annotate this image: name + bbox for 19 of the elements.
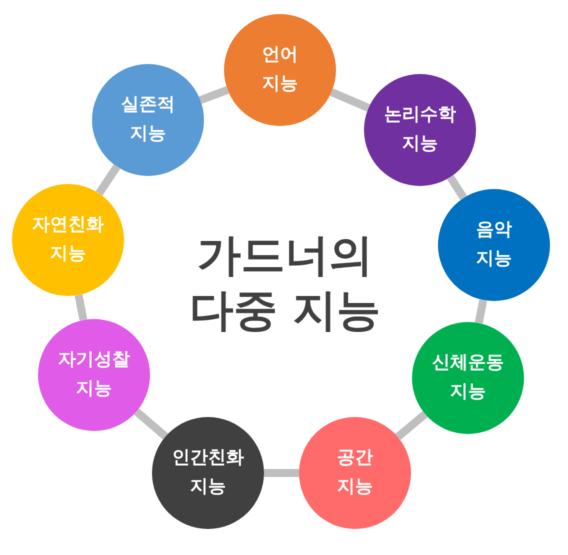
connector-line: [198, 86, 230, 104]
connector-line: [474, 299, 488, 324]
intelligence-label: 인간친화 지능: [171, 446, 245, 499]
connector-line: [134, 408, 168, 440]
connector-line: [264, 469, 299, 477]
intelligence-label: 신체운동 지능: [431, 351, 505, 404]
intelligence-label: 음악 지능: [474, 218, 513, 271]
connector-line: [96, 164, 120, 196]
intelligence-label: 자연친화 지능: [31, 213, 105, 266]
connector-line: [395, 410, 428, 440]
intelligence-label: 공간 지능: [336, 446, 374, 499]
intelligence-label: 논리수학 지능: [383, 103, 457, 156]
connector-line: [446, 174, 468, 200]
intelligence-label: 자기성찰 지능: [57, 348, 131, 401]
intelligence-label: 언어 지능: [260, 43, 299, 96]
intelligence-label: 실존적 지능: [120, 93, 176, 146]
diagram-title: 가드너의 다중 지능: [188, 229, 382, 338]
connector-line: [330, 88, 370, 112]
connector-line: [74, 294, 88, 321]
